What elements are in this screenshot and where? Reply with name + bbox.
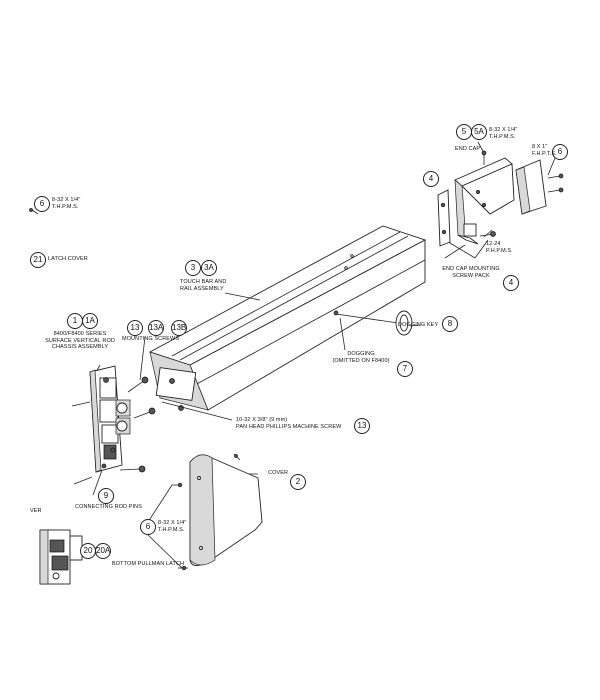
- callout-13a: 13A: [148, 320, 164, 336]
- callout-20a: 20A: [95, 543, 111, 559]
- label-mounting-screws: MOUNTING SCREWS: [122, 336, 180, 342]
- label-dogging-key: DOGGING KEY: [398, 322, 439, 328]
- callout-7: 7: [397, 361, 413, 377]
- callout-5a: 5A: [471, 124, 487, 140]
- label-connecting-rod-pins: CONNECTING ROD PINS: [75, 504, 142, 510]
- label-end-cap: END CAP: [455, 146, 481, 152]
- label-screw-12-24: 12-24 P.H.P.M.S.: [486, 241, 513, 254]
- label-chassis-assembly: 8400/F8400 SERIES SURFACE VERTICAL ROD C…: [45, 331, 115, 350]
- tiny-screws: [29, 208, 39, 215]
- callout-5: 5: [456, 124, 472, 140]
- callout-2: 2: [290, 474, 306, 490]
- label-cover: COVER: [268, 470, 289, 476]
- label-touch-bar-rail-assembly: TOUCH BAR AND RAIL ASSEMBLY: [180, 279, 227, 292]
- callout-4-top: 4: [423, 171, 439, 187]
- label-dogging: DOGGING (OMITTED ON F8400): [332, 351, 390, 364]
- callout-1a: 1A: [82, 313, 98, 329]
- bottom-pullman-latch-drawing: [39, 529, 83, 585]
- callout-6: 6: [34, 196, 50, 212]
- callout-13b: 13B: [171, 320, 187, 336]
- label-screw-8-32-top: 8-32 X 1/4" T.H.P.M.S.: [52, 197, 81, 210]
- callout-3: 3: [185, 260, 201, 276]
- callout-13: 13: [127, 320, 143, 336]
- label-end-cap-mounting-screw-pack: END CAP MOUNTING SCREW PACK: [442, 266, 500, 279]
- callout-20: 20: [80, 543, 96, 559]
- end-cap-drawing: [437, 150, 564, 247]
- callout-8: 8: [442, 316, 458, 332]
- callout-6-bottom: 6: [140, 519, 156, 535]
- label-screw-5a: 8-32 X 1/4" T.H.P.M.S.: [489, 127, 518, 140]
- callout-4-bottom: 4: [503, 275, 519, 291]
- cover-drawing: [172, 453, 263, 571]
- chassis-assembly-drawing: [71, 365, 156, 485]
- label-screw-8-32-bottom: 8-32 X 1/4" T.H.P.M.S.: [158, 520, 187, 533]
- callout-13-machine-screw: 13: [354, 418, 370, 434]
- dogging-key: [333, 310, 413, 336]
- label-ver-fragment: VER: [30, 508, 42, 514]
- callout-1: 1: [67, 313, 83, 329]
- callout-21: 21: [30, 252, 46, 268]
- callout-6-end-cap: 6: [552, 144, 568, 160]
- callout-9: 9: [98, 488, 114, 504]
- label-machine-screw: 10-32 X 3/8" (9 mm) PAN HEAD PHILLIPS MA…: [236, 417, 342, 430]
- label-latch-cover: LATCH COVER: [48, 256, 88, 262]
- touch-bar-rail-assembly: [148, 225, 427, 411]
- callout-3a: 3A: [201, 260, 217, 276]
- label-screw-end-cap: 8 X 1" F.H.P.T.S.: [532, 144, 557, 157]
- label-bottom-pullman-latch: BOTTOM PULLMAN LATCH: [112, 561, 185, 567]
